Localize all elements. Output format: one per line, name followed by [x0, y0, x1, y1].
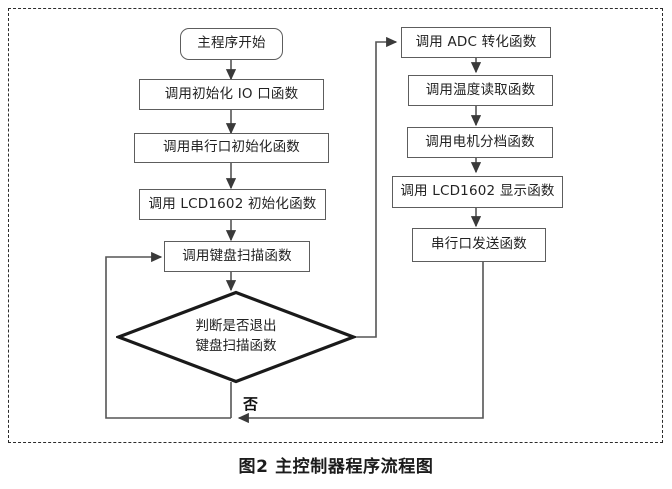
- node-temp-read-label: 调用温度读取函数: [425, 81, 536, 98]
- node-lcd-display-label: 调用 LCD1602 显示函数: [400, 183, 555, 200]
- edge-label-no: 否: [243, 395, 259, 413]
- node-start[interactable]: 主程序开始: [180, 28, 283, 60]
- decision-diamond-shape: [116, 290, 356, 384]
- node-adc[interactable]: 调用 ADC 转化函数: [401, 27, 551, 58]
- edge-uart-send-return: [237, 262, 484, 424]
- node-init-lcd[interactable]: 调用 LCD1602 初始化函数: [139, 189, 326, 220]
- node-start-label: 主程序开始: [197, 35, 266, 52]
- node-motor-gear[interactable]: 调用电机分档函数: [407, 127, 553, 158]
- node-temp-read[interactable]: 调用温度读取函数: [408, 75, 553, 106]
- node-adc-label: 调用 ADC 转化函数: [415, 33, 537, 50]
- edge-no-loop-to-key-scan: [105, 251, 231, 419]
- node-init-uart[interactable]: 调用串行口初始化函数: [134, 133, 329, 163]
- node-uart-send[interactable]: 串行口发送函数: [412, 228, 546, 262]
- node-init-io-label: 调用初始化 IO 口函数: [164, 85, 299, 102]
- node-motor-gear-label: 调用电机分档函数: [425, 133, 535, 150]
- node-lcd-display[interactable]: 调用 LCD1602 显示函数: [392, 176, 563, 208]
- node-init-io[interactable]: 调用初始化 IO 口函数: [139, 79, 324, 110]
- node-uart-send-label: 串行口发送函数: [431, 236, 527, 253]
- edge-decision-to-adc: [355, 36, 398, 338]
- node-key-scan-label: 调用键盘扫描函数: [182, 247, 292, 264]
- node-key-scan[interactable]: 调用键盘扫描函数: [164, 241, 310, 272]
- node-init-lcd-label: 调用 LCD1602 初始化函数: [148, 195, 317, 212]
- node-init-uart-label: 调用串行口初始化函数: [163, 139, 300, 156]
- figure-caption: 图2 主控制器程序流程图: [238, 457, 434, 477]
- figure-dashed-frame: [8, 8, 663, 443]
- node-decision-exit-keyscan[interactable]: 判断是否退出 键盘扫描函数: [116, 290, 356, 384]
